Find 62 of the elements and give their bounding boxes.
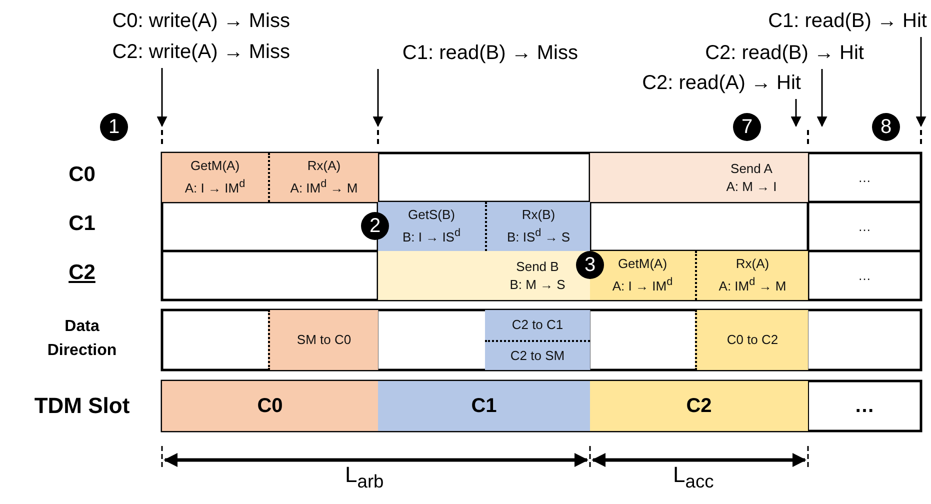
event-label: C1: read(B) → Miss	[402, 41, 578, 66]
row-label: C0	[68, 163, 96, 187]
cell-text: C2 to SM	[510, 347, 565, 365]
timeline-cell	[590, 153, 808, 202]
cell-text: GetS(B)	[408, 206, 455, 224]
timeline-cell	[268, 310, 378, 370]
cell-text: A: IM$^{d}$ → M	[718, 275, 786, 296]
timeline-cell	[268, 153, 378, 202]
cell-text: Send A	[730, 160, 772, 178]
cell-text: Rx(B)	[522, 206, 556, 224]
slot-label: C0	[257, 394, 283, 418]
cell-text: …	[858, 266, 871, 284]
row-label: C1	[68, 212, 96, 236]
cell-text: …	[858, 168, 871, 186]
arrow	[816, 69, 828, 128]
callout-number: 8	[872, 113, 900, 141]
dimension-label: L$_{arb}$	[345, 462, 384, 492]
timeline-cell	[695, 251, 808, 300]
timeline-cell	[485, 202, 590, 251]
cell-text: B: I → IS$^{d}$	[402, 226, 461, 247]
timeline-cell	[162, 153, 268, 202]
callout-number: 2	[361, 212, 389, 240]
timeline-cell	[378, 202, 485, 251]
dimension-label: L$_{acc}$	[673, 462, 714, 492]
event-label: C2: read(A) → Hit	[642, 71, 801, 96]
timeline-cell	[695, 310, 808, 370]
arrow	[790, 99, 802, 128]
slot-label: C2	[686, 394, 712, 418]
callout-number: 1	[100, 113, 128, 141]
cell-text: B: M → S	[510, 276, 566, 294]
cell-text: GetM(A)	[190, 157, 240, 176]
row-label: C2	[68, 261, 96, 285]
slot-label: C1	[471, 394, 497, 418]
cell-text: Rx(A)	[307, 157, 341, 176]
cell-text: Send B	[516, 258, 559, 276]
cell-text: …	[858, 218, 871, 236]
event-label: C2: read(B) → Hit	[705, 41, 864, 66]
callout-number: 7	[733, 113, 761, 141]
timeline-cell	[162, 381, 378, 431]
arrow	[372, 69, 384, 128]
timeline-cell	[485, 340, 590, 370]
cell-text: GetM(A)	[618, 255, 668, 274]
arrow	[916, 37, 926, 128]
cell-text: A: I → IM$^{d}$	[612, 275, 673, 296]
timeline-cell	[378, 381, 590, 431]
cell-text: C0 to C2	[726, 331, 778, 349]
timeline-cell	[485, 310, 590, 340]
event-label: C0: write(A) → Miss	[112, 9, 290, 34]
event-label: C1: read(B) → Hit	[768, 9, 927, 34]
cell-text: B: IS$^{d}$ → S	[506, 226, 570, 247]
row-label: Data Direction	[46, 317, 118, 361]
cell-text: A: M → I	[726, 178, 777, 196]
cell-text: C2 to C1	[512, 316, 564, 334]
event-label: C2: write(A) → Miss	[112, 40, 290, 65]
cell-text: Rx(A)	[736, 255, 770, 274]
arrow	[156, 68, 168, 128]
timeline-cell	[590, 381, 808, 431]
slot-label: …	[854, 394, 874, 418]
row-label: TDM Slot	[33, 393, 131, 419]
cell-text: A: IM$^{d}$ → M	[290, 177, 358, 198]
cell-text: SM to C0	[296, 331, 352, 349]
cell-text: A: I → IM$^{d}$	[184, 177, 246, 198]
